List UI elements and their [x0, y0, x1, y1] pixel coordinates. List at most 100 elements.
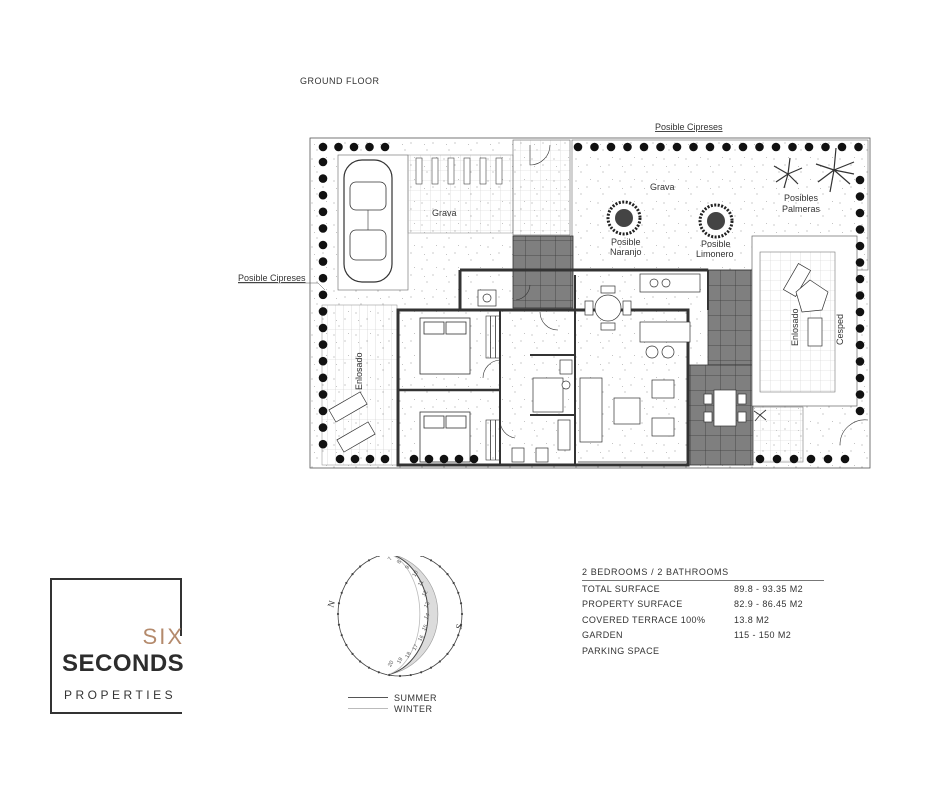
compass-tick — [345, 581, 348, 585]
compass-hour: 12 — [421, 590, 429, 598]
compass-hour: 17 — [412, 644, 420, 652]
compass-tick — [398, 674, 402, 678]
compass-hour: 15 — [421, 624, 429, 632]
compass-tick — [409, 673, 412, 677]
cypress-dot — [837, 142, 847, 152]
cypress-dot — [855, 192, 865, 201]
label-top-cypress: Posible Cipreses — [655, 122, 723, 132]
cypress-dot — [318, 356, 328, 366]
cypress-dot — [318, 273, 328, 283]
compass-hour: 7 — [387, 556, 394, 562]
compass-hour: 10 — [412, 570, 420, 578]
cypress-dot — [365, 142, 374, 152]
compass-hour: 19 — [396, 657, 404, 665]
compass-tick — [459, 623, 463, 626]
bed-1 — [419, 317, 471, 375]
compass-tick — [340, 591, 343, 594]
palm-tree-icon — [773, 147, 855, 193]
compass-tick — [337, 623, 341, 626]
label-lemon-2: Limonero — [696, 249, 734, 259]
lemon-tree-icon — [698, 203, 734, 239]
cypress-dot — [639, 142, 649, 152]
compass-tick — [420, 671, 423, 674]
compass-tick — [359, 565, 362, 568]
compass-tick — [446, 652, 449, 655]
spec-row: PARKING SPACE — [582, 645, 660, 656]
legend-summer: SUMMER — [394, 692, 437, 703]
spec-row: COVERED TERRACE 100%13.8 M2 — [582, 614, 770, 625]
logo-six: SIX — [142, 624, 184, 649]
cypress-trees — [318, 142, 865, 464]
bed-2 — [419, 411, 471, 463]
cypress-dot — [855, 324, 865, 333]
compass-north: N — [325, 599, 337, 609]
compass-tick — [345, 643, 348, 647]
compass-tick — [429, 559, 433, 562]
cypress-dot — [855, 373, 865, 383]
label-gravel-right: Grava — [650, 182, 675, 192]
covered-terrace-upper — [707, 269, 754, 366]
cypress-dot — [840, 454, 850, 464]
cypress-dot — [318, 190, 328, 200]
compass-tick — [429, 666, 433, 669]
cypress-dot — [454, 454, 464, 464]
cypress-dot — [656, 142, 665, 152]
cypress-dot — [318, 439, 328, 449]
cypress-dot — [738, 142, 748, 152]
loungers — [328, 263, 829, 453]
floor-title: GROUND FLOOR — [300, 76, 380, 86]
cypress-dot — [469, 454, 479, 464]
compass-tick — [457, 634, 460, 637]
bathroom-fixtures — [477, 289, 573, 463]
compass-tick — [351, 652, 354, 655]
cypress-dot — [590, 142, 599, 152]
compass-hour: 20 — [387, 660, 395, 668]
cypress-dot — [318, 240, 328, 250]
cypress-dot — [318, 157, 328, 167]
cypress-dot — [334, 142, 343, 152]
cypress-dot — [855, 241, 865, 251]
cypress-dot — [855, 390, 865, 399]
cypress-dot — [380, 454, 390, 464]
compass-tick — [438, 565, 441, 568]
cypress-dot — [318, 406, 328, 416]
compass-tick — [388, 673, 391, 677]
compass-tick — [438, 660, 441, 663]
specs-heading: 2 BEDROOMS / 2 BATHROOMS — [582, 567, 824, 581]
cypress-dot — [380, 142, 390, 152]
cypress-dot — [823, 454, 833, 464]
cypress-dot — [318, 340, 328, 349]
compass-tick — [367, 666, 371, 669]
legend-winter: WINTER — [394, 703, 433, 714]
small-palm-icon — [753, 409, 767, 422]
cypress-dot — [424, 454, 434, 464]
steps — [415, 157, 503, 185]
cypress-dot — [855, 307, 865, 317]
cypress-dot — [318, 174, 328, 183]
cypress-dot — [573, 142, 583, 152]
cypress-dot — [722, 142, 731, 152]
cypress-dot — [318, 307, 328, 316]
cypress-dot — [349, 142, 359, 152]
entrance-terrace — [512, 235, 574, 309]
cypress-dot — [623, 142, 632, 152]
compass-hour: 9 — [405, 565, 412, 571]
cypress-dot — [804, 142, 814, 152]
label-tiles-right: Enlosado — [790, 308, 800, 346]
cypress-dot — [855, 406, 865, 416]
label-lemon-1: Posible — [701, 239, 731, 249]
cypress-dot — [318, 323, 328, 333]
cypress-dot — [318, 142, 328, 152]
car-icon — [343, 159, 393, 283]
cypress-dot — [672, 142, 682, 152]
winter-line — [348, 708, 388, 709]
cypress-dot — [855, 340, 865, 350]
compass-tick — [351, 573, 354, 576]
company-logo: SIX SECONDS PROPERTIES — [50, 578, 187, 714]
terrace-table — [703, 389, 747, 427]
label-palms-2: Palmeras — [782, 204, 821, 214]
